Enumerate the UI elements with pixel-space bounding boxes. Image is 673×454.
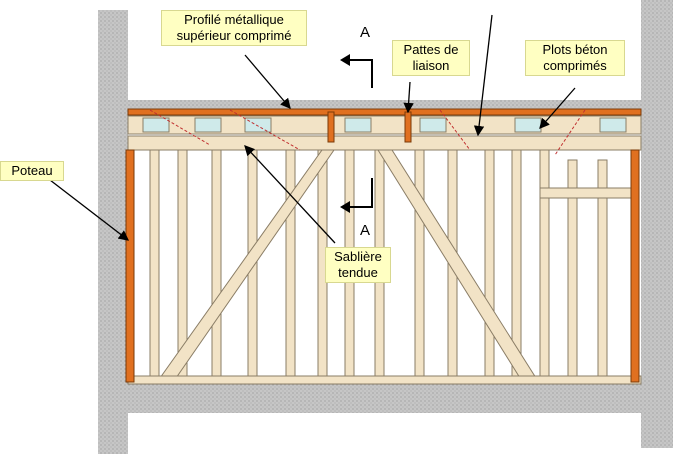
connection-tab-2 [404,111,412,143]
right-wall [641,0,673,448]
floor-slab [128,383,641,413]
load-lines [149,109,586,156]
plots-callout: Plots béton comprimés [525,40,625,76]
top-plate [127,135,642,151]
sabliere-callout: Sablière tendue [325,247,391,283]
section-label-top: A [360,24,371,41]
section-label-bottom: A [360,222,371,239]
bottom-plate [127,375,642,385]
left-post [125,149,135,383]
profile-callout: Profilé métallique supérieur comprimé [161,10,307,46]
pattes-callout: Pattes de liaison [392,40,470,76]
right-post [630,149,640,383]
concrete-plots [127,115,642,135]
poteau-callout: Poteau [0,161,64,181]
window-header [539,187,633,199]
steel-profile [127,108,642,116]
section-arrow-icon [340,54,373,213]
left-wall [98,10,128,454]
connection-tab-1 [327,111,335,143]
leader-lines [49,14,576,244]
